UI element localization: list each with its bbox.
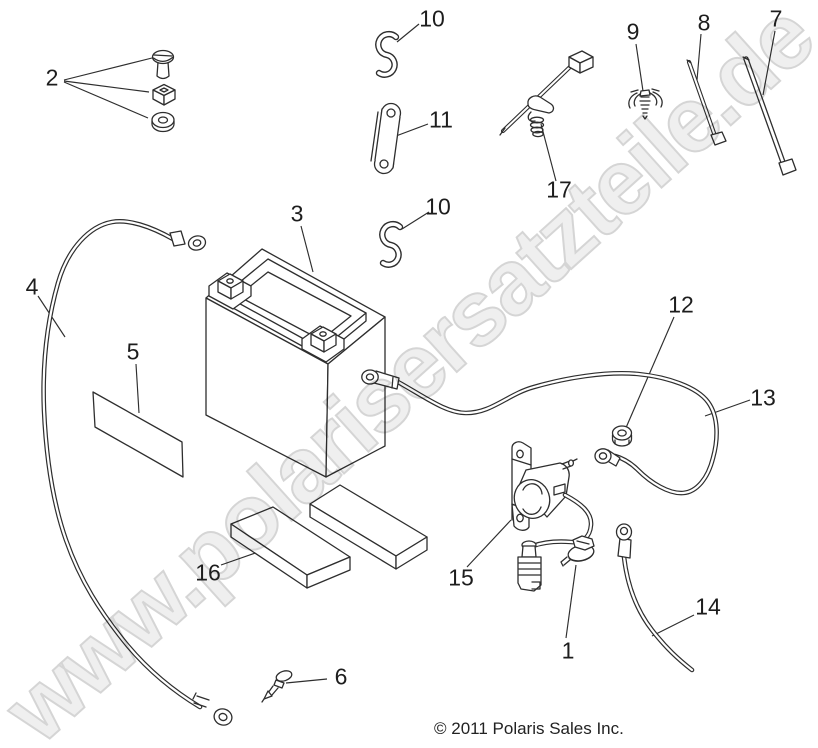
callout-4: 4 xyxy=(25,273,39,300)
flange-bolt-illustration xyxy=(560,535,595,567)
rod-7-illustration xyxy=(742,56,797,176)
foam-pads-illustration xyxy=(230,484,428,589)
callout-7: 7 xyxy=(769,5,783,32)
cable-14-illustration xyxy=(615,523,695,673)
callout-3: 3 xyxy=(290,200,304,227)
ground-cable-illustration xyxy=(41,219,233,726)
callout-13: 13 xyxy=(750,384,776,411)
hold-down-rod-illustration xyxy=(499,50,594,138)
callout-6: 6 xyxy=(334,663,348,690)
callout-9: 9 xyxy=(626,18,640,45)
callout-10-top: 10 xyxy=(419,5,445,32)
callout-10-bottom: 10 xyxy=(425,193,451,220)
callout-14: 14 xyxy=(695,593,721,620)
link-strap-illustration xyxy=(370,102,402,175)
leader-lines xyxy=(37,23,776,684)
nut-illustration xyxy=(611,425,633,447)
push-rivet-illustration xyxy=(261,670,293,703)
rod-8-illustration xyxy=(686,59,727,146)
callout-1: 1 xyxy=(561,637,575,664)
fastener-set-illustration xyxy=(151,49,176,133)
callout-17: 17 xyxy=(546,176,572,203)
cable-13-illustration xyxy=(361,369,719,496)
push-clip-illustration xyxy=(628,88,663,120)
c-clip-bottom-illustration xyxy=(379,220,404,268)
c-clip-top-illustration xyxy=(375,30,400,78)
callout-5: 5 xyxy=(126,338,140,365)
label-decal-illustration xyxy=(92,391,184,478)
callout-15: 15 xyxy=(448,564,474,591)
solenoid-illustration xyxy=(511,441,594,592)
callout-8: 8 xyxy=(697,9,711,36)
copyright-text: © 2011 Polaris Sales Inc. xyxy=(434,719,624,738)
battery-illustration xyxy=(205,248,386,478)
callout-2: 2 xyxy=(45,64,59,91)
callout-16: 16 xyxy=(195,559,221,586)
callout-11: 11 xyxy=(429,106,453,133)
callout-12: 12 xyxy=(668,291,694,318)
